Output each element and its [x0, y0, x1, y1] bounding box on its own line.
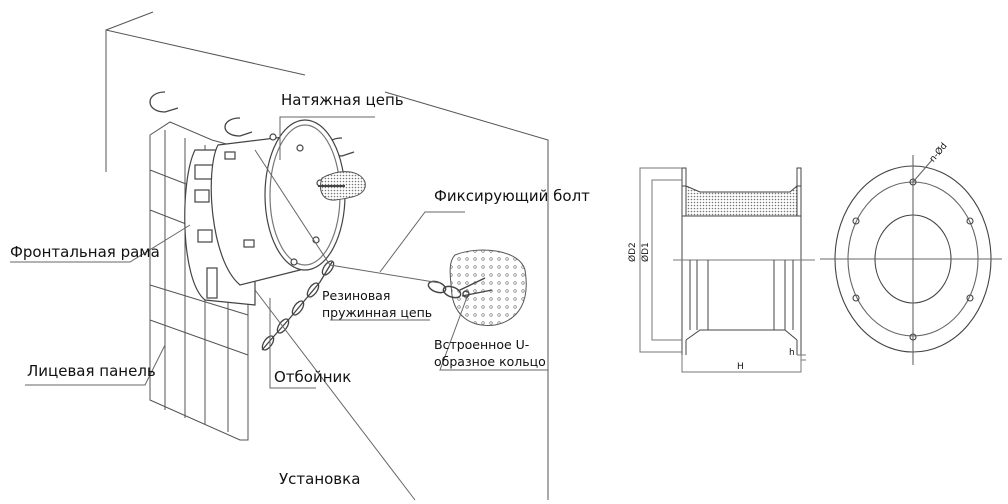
label-rubber-chain-line1: Резиновая: [322, 288, 391, 303]
wall-outline: [105, 11, 549, 500]
fender-cylinder: [210, 119, 346, 286]
label-tension-chain: Натяжная цепь: [281, 91, 404, 109]
label-face-panel: Лицевая панель: [27, 362, 156, 380]
caption-installation: Установка: [279, 470, 361, 488]
leader-lines: [10, 116, 548, 501]
dim-height: H: [737, 362, 744, 372]
label-u-ring-line2: образное кольцо: [434, 354, 546, 369]
anchor-plate-right: [449, 249, 527, 326]
front-view-drawing: [820, 155, 1002, 365]
dim-flange: h: [789, 348, 795, 358]
side-view-drawing: [639, 167, 815, 373]
label-rubber-chain-line2: пружинная цепь: [322, 305, 433, 320]
label-u-ring-line1: Встроенное U-: [434, 337, 530, 352]
label-fixing-bolt: Фиксирующий болт: [434, 187, 590, 205]
dim-d2: ØD2: [628, 242, 638, 262]
label-fender: Отбойник: [274, 368, 352, 386]
rubber-spring-chain: [261, 260, 335, 351]
dim-d1: ØD1: [641, 242, 651, 262]
label-front-frame: Фронтальная рама: [10, 243, 160, 261]
